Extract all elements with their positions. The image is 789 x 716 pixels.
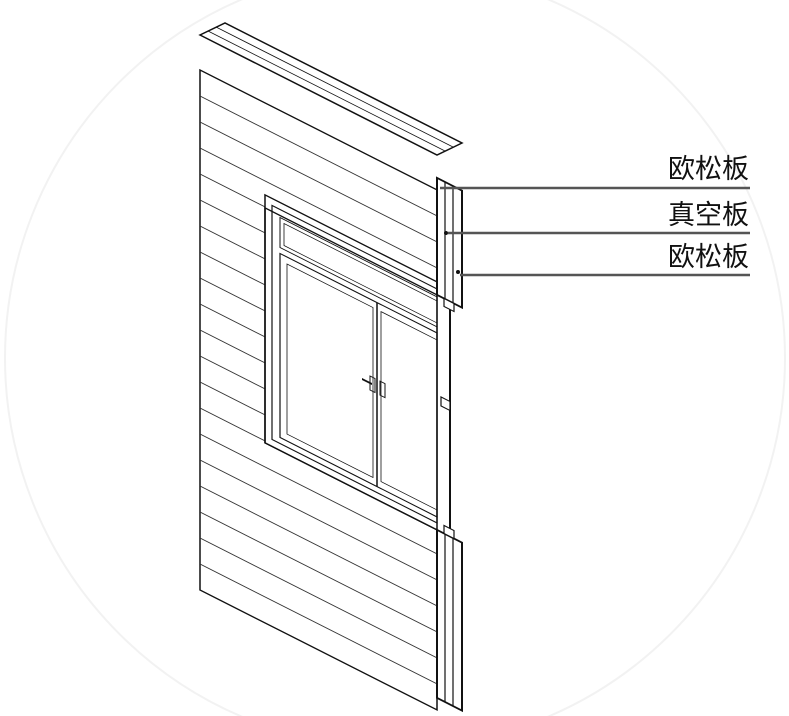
siding-board-line <box>200 95 437 217</box>
siding-board-line <box>200 277 265 312</box>
siding-board-line <box>200 303 265 338</box>
siding-board-line <box>200 121 437 243</box>
siding-board-line <box>200 459 437 581</box>
siding-board-line <box>200 199 265 234</box>
siding-board-line <box>200 511 437 633</box>
wall-cut-section <box>436 176 463 713</box>
label-osb-outer: 欧松板 <box>668 154 749 185</box>
siding-board-line <box>200 173 265 208</box>
siding-board-line <box>200 329 265 364</box>
siding-board-line <box>200 537 437 659</box>
label-vacuum-panel: 真空板 <box>668 200 749 231</box>
siding-board-line <box>200 225 265 260</box>
siding-board-line <box>200 147 437 269</box>
siding-board-line <box>200 381 265 416</box>
siding-board-line <box>200 563 437 685</box>
siding-board-line <box>200 433 437 555</box>
window <box>264 193 438 532</box>
siding-board-line <box>200 355 265 390</box>
siding-board-line <box>200 251 265 286</box>
leader-lines <box>440 186 750 277</box>
label-osb-inner: 欧松板 <box>668 242 749 273</box>
wall-front-face <box>199 68 463 713</box>
siding-board-line <box>200 407 265 442</box>
siding-board-line <box>200 485 437 607</box>
